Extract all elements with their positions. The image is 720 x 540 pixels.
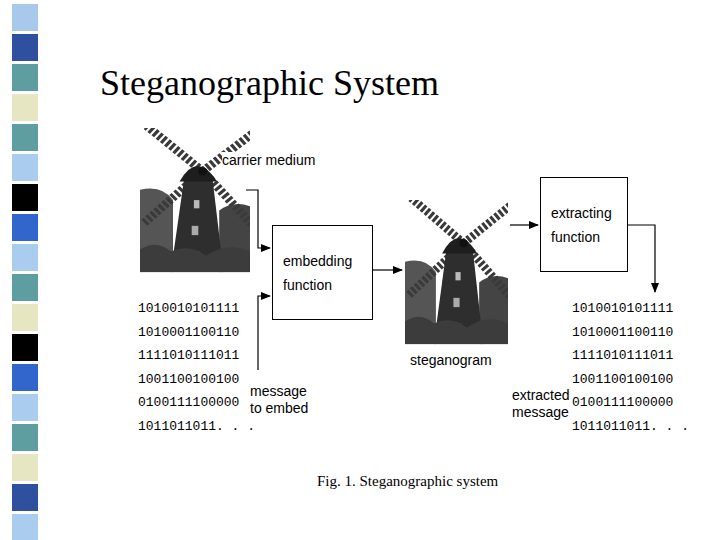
arrow-line xyxy=(258,296,270,370)
box-text: embedding function xyxy=(283,249,355,297)
figure-caption: Fig. 1. Steganographic system xyxy=(317,472,498,490)
stripe-square xyxy=(12,484,38,511)
arrow-line xyxy=(246,190,270,248)
stripe-bar xyxy=(12,4,38,540)
process-box: embedding function xyxy=(272,225,373,320)
stripe-square xyxy=(12,304,38,331)
arrow-line xyxy=(510,224,538,225)
process-box: extracting function xyxy=(540,177,628,272)
stripe-square xyxy=(12,334,38,361)
slide-title: Steganographic System xyxy=(100,62,439,104)
stripe-square xyxy=(12,154,38,181)
part-label: message to embed xyxy=(250,383,314,417)
stripe-square xyxy=(12,214,38,241)
arrow-line xyxy=(373,269,402,270)
stripe-square xyxy=(12,184,38,211)
binary-message: 1010010101111 1010001100110 111101011101… xyxy=(572,297,693,438)
windmill-picture xyxy=(405,198,512,344)
stripe-square xyxy=(12,514,38,540)
stripe-square xyxy=(12,94,38,121)
arrow-line xyxy=(628,225,655,292)
stripe-square xyxy=(12,274,38,301)
stripe-square xyxy=(12,244,38,271)
stripe-square xyxy=(12,64,38,91)
box-text: extracting function xyxy=(551,201,614,249)
stripe-square xyxy=(12,364,38,391)
binary-message: 1010010101111 1010001100110 111101011101… xyxy=(138,297,259,438)
windmill-picture xyxy=(140,126,254,272)
stripe-square xyxy=(12,124,38,151)
part-label: carrier medium xyxy=(222,152,315,169)
part-label: steganogram xyxy=(410,352,492,369)
stripe-square xyxy=(12,4,38,31)
stripe-square xyxy=(12,394,38,421)
stripe-square xyxy=(12,424,38,451)
stripe-square xyxy=(12,454,38,481)
stripe-square xyxy=(12,34,38,61)
part-label: extracted message xyxy=(512,387,576,421)
